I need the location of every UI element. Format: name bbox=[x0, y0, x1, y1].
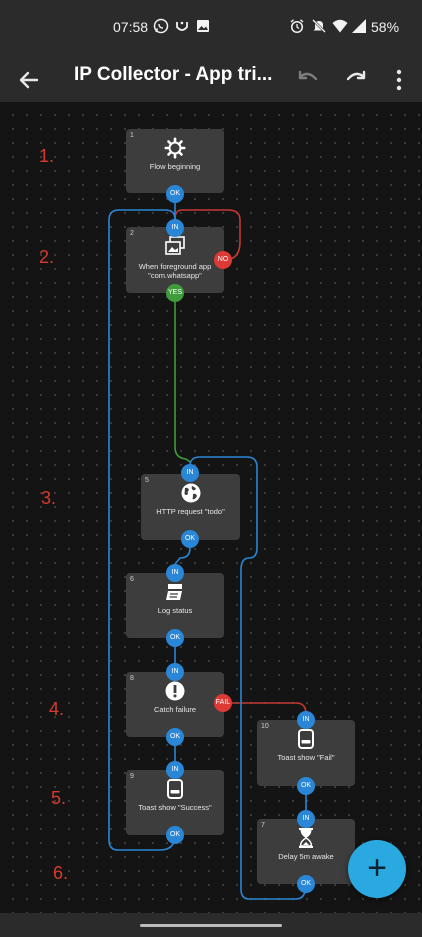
block-id: 1 bbox=[130, 132, 134, 139]
windows-icon bbox=[165, 236, 185, 255]
block-id: 6 bbox=[130, 576, 134, 583]
status-bar: 07:58 58% bbox=[0, 0, 422, 56]
port-in[interactable]: IN bbox=[166, 761, 184, 779]
block-label: Toast show "Success" bbox=[138, 803, 212, 812]
alarm-icon bbox=[290, 19, 304, 34]
block-id: 10 bbox=[261, 723, 269, 730]
flow-block-foreground-app[interactable]: 2 When foreground app "com.whatsapp" bbox=[126, 227, 224, 293]
log-icon bbox=[166, 584, 182, 600]
wire-5-6 bbox=[174, 547, 191, 565]
block-id: 2 bbox=[130, 230, 134, 237]
bell-off-icon bbox=[312, 19, 326, 33]
block-id: 7 bbox=[261, 822, 265, 829]
gear-icon bbox=[164, 137, 186, 159]
wire-2-no-loop bbox=[174, 209, 241, 261]
app-notification-icon bbox=[176, 21, 188, 31]
navigation-bar bbox=[0, 913, 422, 937]
block-label: Log status bbox=[157, 606, 193, 615]
block-label: Catch failure bbox=[153, 705, 197, 714]
flow-block-http-request[interactable]: 5 HTTP request "todo" bbox=[141, 474, 240, 540]
app-bar: IP Collector - App tri... bbox=[0, 56, 422, 102]
port-ok[interactable]: OK bbox=[297, 777, 315, 795]
alert-icon bbox=[165, 681, 185, 701]
page-title: IP Collector - App tri... bbox=[74, 64, 273, 85]
gesture-handle[interactable] bbox=[140, 924, 282, 927]
block-label: HTTP request "todo" bbox=[156, 507, 225, 516]
battery-percent: 58% bbox=[371, 19, 400, 35]
port-fail[interactable]: FAIL bbox=[214, 694, 232, 712]
block-id: 8 bbox=[130, 675, 134, 682]
port-ok[interactable]: OK bbox=[166, 728, 184, 746]
step-number-3: 3. bbox=[41, 488, 57, 508]
wire-7-loop-5 bbox=[189, 456, 307, 900]
status-time: 07:58 bbox=[113, 19, 149, 35]
image-icon bbox=[197, 20, 209, 32]
flow-block-toast-fail[interactable]: 10 Toast show "Fail" bbox=[257, 720, 355, 786]
port-in[interactable]: IN bbox=[297, 810, 315, 828]
wire-9-loop-2 bbox=[108, 209, 176, 851]
toast-icon bbox=[167, 779, 183, 799]
flow-block-delay[interactable]: 7 Delay 5m awake bbox=[257, 819, 355, 884]
wifi-icon bbox=[332, 19, 348, 33]
block-label: Delay 5m awake bbox=[278, 852, 334, 861]
step-number-5: 5. bbox=[51, 788, 67, 808]
block-label: Flow beginning bbox=[149, 162, 201, 171]
redo-icon[interactable] bbox=[338, 62, 374, 98]
flow-wires bbox=[108, 202, 307, 900]
port-ok[interactable]: OK bbox=[297, 875, 315, 893]
block-id: 5 bbox=[145, 477, 149, 484]
flow-canvas[interactable]: 1. 2. 3. 4. 5. 6. 1 Flow beginning OK 2 … bbox=[0, 102, 422, 913]
flow-block-log-status[interactable]: 6 Log status bbox=[126, 573, 224, 638]
port-ok[interactable]: OK bbox=[181, 530, 199, 548]
block-id: 9 bbox=[130, 773, 134, 780]
port-ok[interactable]: OK bbox=[166, 185, 184, 203]
port-ok[interactable]: OK bbox=[166, 826, 184, 844]
step-number-2: 2. bbox=[39, 247, 55, 267]
block-label: When foreground app "com.whatsapp" bbox=[138, 262, 212, 280]
port-ok[interactable]: OK bbox=[166, 629, 184, 647]
add-icon: + bbox=[367, 849, 387, 887]
step-number-6: 6. bbox=[53, 863, 69, 883]
port-in[interactable]: IN bbox=[181, 464, 199, 482]
port-in[interactable]: IN bbox=[297, 711, 315, 729]
whatsapp-icon bbox=[153, 18, 169, 34]
toast-icon bbox=[298, 729, 314, 749]
block-label: Toast show "Fail" bbox=[277, 753, 335, 762]
port-yes[interactable]: YES bbox=[166, 284, 184, 302]
flow-block-catch-failure[interactable]: 8 Catch failure bbox=[126, 672, 224, 737]
hourglass-icon bbox=[299, 828, 313, 848]
port-in[interactable]: IN bbox=[166, 564, 184, 582]
more-vert-icon[interactable] bbox=[381, 62, 417, 98]
add-block-button[interactable]: + bbox=[348, 840, 406, 898]
flow-block-toast-success[interactable]: 9 Toast show "Success" bbox=[126, 770, 224, 835]
step-number-1: 1. bbox=[39, 146, 55, 166]
arrow-back-icon[interactable] bbox=[11, 62, 47, 98]
port-in[interactable]: IN bbox=[166, 663, 184, 681]
signal-icon bbox=[352, 19, 366, 33]
undo-icon[interactable] bbox=[290, 62, 326, 98]
port-no[interactable]: NO bbox=[214, 251, 232, 269]
globe-icon bbox=[181, 483, 200, 503]
step-number-4: 4. bbox=[49, 699, 65, 719]
port-in[interactable]: IN bbox=[166, 219, 184, 237]
flow-block-flow-beginning[interactable]: 1 Flow beginning bbox=[126, 129, 224, 193]
wire-2-yes-5 bbox=[174, 302, 191, 463]
